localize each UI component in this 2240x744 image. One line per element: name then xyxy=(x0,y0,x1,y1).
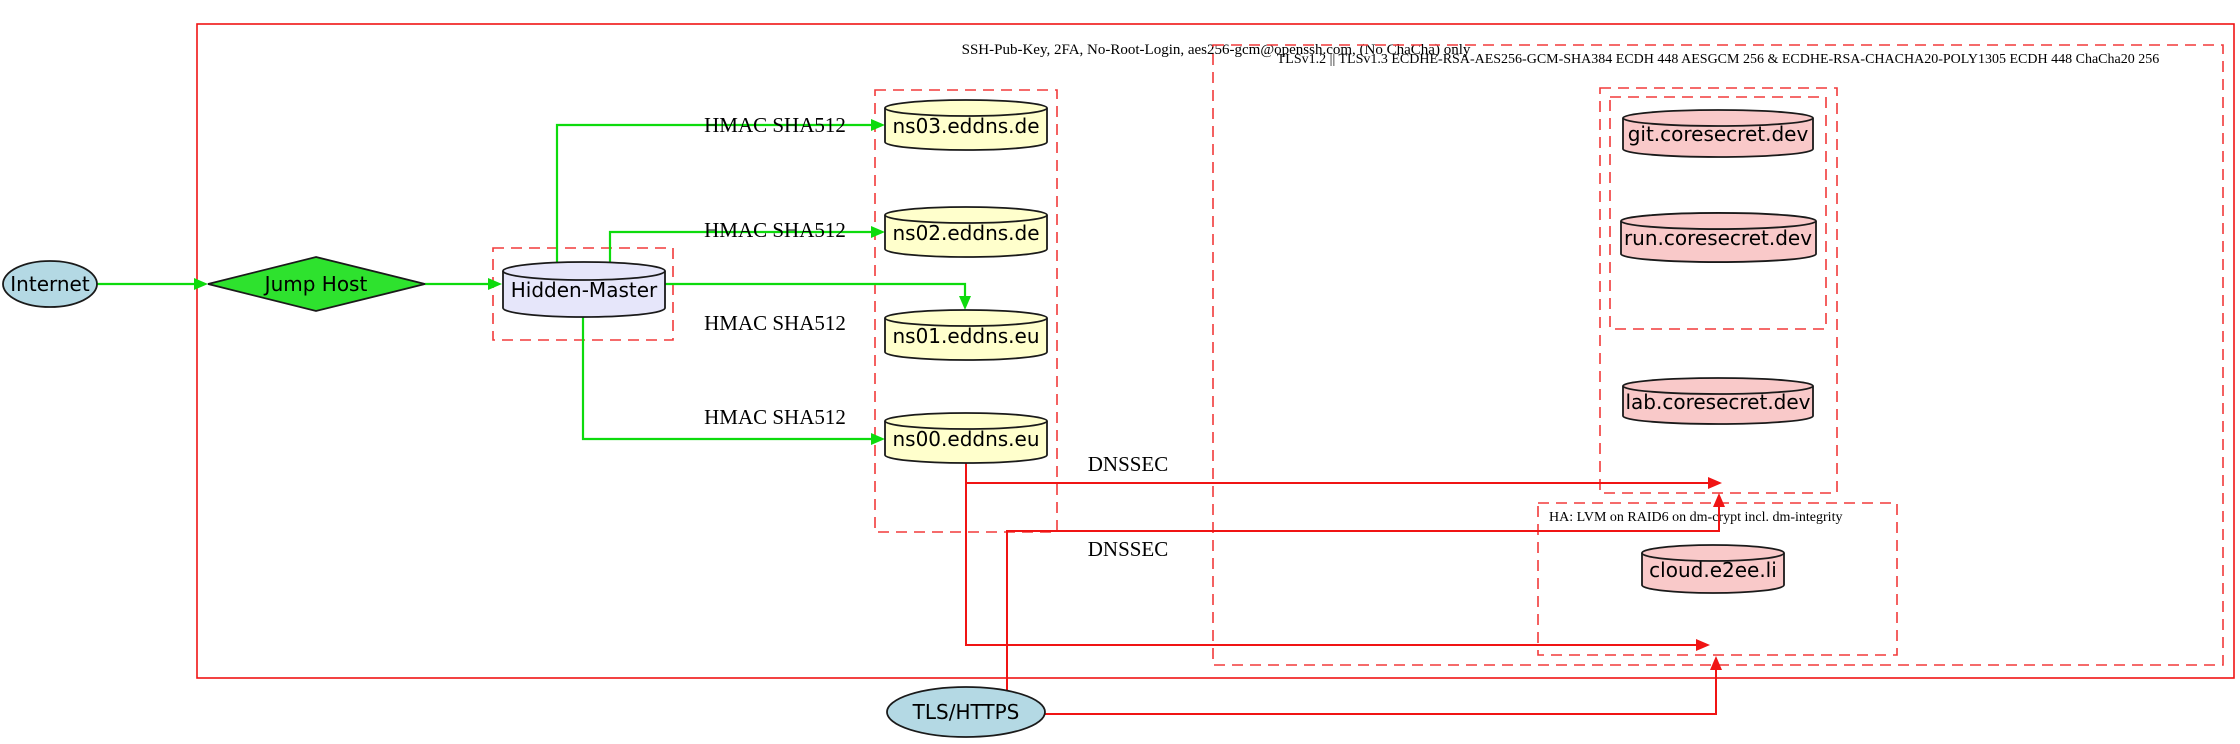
edge-label-hmac-ns00: HMAC SHA512 xyxy=(704,405,846,429)
node-lab-label: lab.coresecret.dev xyxy=(1625,390,1810,414)
edge-label-hmac-ns02: HMAC SHA512 xyxy=(704,218,846,242)
cluster-ha-storage-label: HA: LVM on RAID6 on dm-crypt incl. dm-in… xyxy=(1549,510,1842,525)
node-ns03-label: ns03.eddns.de xyxy=(892,114,1039,138)
arrowhead-ns00-ha xyxy=(1696,639,1710,651)
edge-tlshttps-ha xyxy=(1045,669,1717,715)
cluster-coresecret-box xyxy=(1599,87,1838,494)
node-cloud: cloud.e2ee.li xyxy=(1641,544,1785,594)
node-cloud-label: cloud.e2ee.li xyxy=(1649,558,1777,582)
edge-label-dnssec-1: DNSSEC xyxy=(1088,452,1169,476)
arrowhead-ns00-coresecret xyxy=(1708,477,1722,489)
node-ns02: ns02.eddns.de xyxy=(884,206,1048,258)
cluster-eddns-box xyxy=(874,89,1058,533)
node-run-label: run.coresecret.dev xyxy=(1624,226,1812,250)
arrowhead-hiddenmaster-ns01 xyxy=(959,296,971,310)
edge-hiddenmaster-ns03 xyxy=(555,123,872,263)
edge-ns00-coresecret-dnssec xyxy=(965,463,1709,484)
arrowhead-hiddenmaster-ns03 xyxy=(871,119,885,131)
edge-label-dnssec-2: DNSSEC xyxy=(1088,537,1169,561)
edge-hiddenmaster-ns02 xyxy=(608,230,872,263)
arrowhead-hiddenmaster-ns00 xyxy=(871,433,885,445)
edge-ns00-ha-dnssec xyxy=(965,463,1697,646)
edge-hiddenmaster-ns01 xyxy=(665,282,967,297)
node-ns01: ns01.eddns.eu xyxy=(884,309,1048,361)
cluster-gitrun-box xyxy=(1609,96,1827,330)
node-jump-host: Jump Host xyxy=(207,256,426,312)
edge-label-hmac-ns01: HMAC SHA512 xyxy=(704,311,846,335)
node-hidden-master: Hidden-Master xyxy=(502,261,666,318)
node-tls-https: TLS/HTTPS xyxy=(886,686,1046,738)
arrowhead-internet-jumphost xyxy=(194,278,208,290)
node-hidden-master-label: Hidden-Master xyxy=(511,278,658,302)
arrowhead-tlshttps-coresecret xyxy=(1713,493,1725,507)
cluster-ssh-hardening-label: SSH-Pub-Key, 2FA, No-Root-Login, aes256-… xyxy=(962,42,1471,58)
node-jump-host-label: Jump Host xyxy=(263,272,368,296)
cluster-ha-storage-box xyxy=(1537,502,1898,656)
node-ns00: ns00.eddns.eu xyxy=(884,412,1048,464)
edge-hiddenmaster-ns00 xyxy=(581,317,872,441)
node-ns03: ns03.eddns.de xyxy=(884,99,1048,151)
node-run: run.coresecret.dev xyxy=(1620,212,1817,263)
node-lab: lab.coresecret.dev xyxy=(1622,377,1814,425)
cluster-tls-policy-label: TLSv1.2 || TLSv1.3 ECDHE-RSA-AES256-GCM-… xyxy=(1277,52,2159,67)
node-ns00-label: ns00.eddns.eu xyxy=(892,427,1039,451)
arrowhead-tlshttps-ha xyxy=(1710,656,1722,670)
node-tls-https-label: TLS/HTTPS xyxy=(912,700,1020,724)
edge-tlshttps-coresecret xyxy=(1006,506,1720,690)
arrowhead-hiddenmaster-ns02 xyxy=(871,226,885,238)
node-ns02-label: ns02.eddns.de xyxy=(892,221,1039,245)
node-internet: Internet xyxy=(2,260,98,308)
edge-label-hmac-ns03: HMAC SHA512 xyxy=(704,113,846,137)
arrowhead-jumphost-hiddenmaster xyxy=(488,278,502,290)
node-internet-label: Internet xyxy=(10,272,90,296)
cluster-ssh-hardening-box xyxy=(196,23,2235,679)
node-git: git.coresecret.dev xyxy=(1622,109,1814,158)
node-ns01-label: ns01.eddns.eu xyxy=(892,324,1039,348)
node-git-label: git.coresecret.dev xyxy=(1628,122,1809,146)
